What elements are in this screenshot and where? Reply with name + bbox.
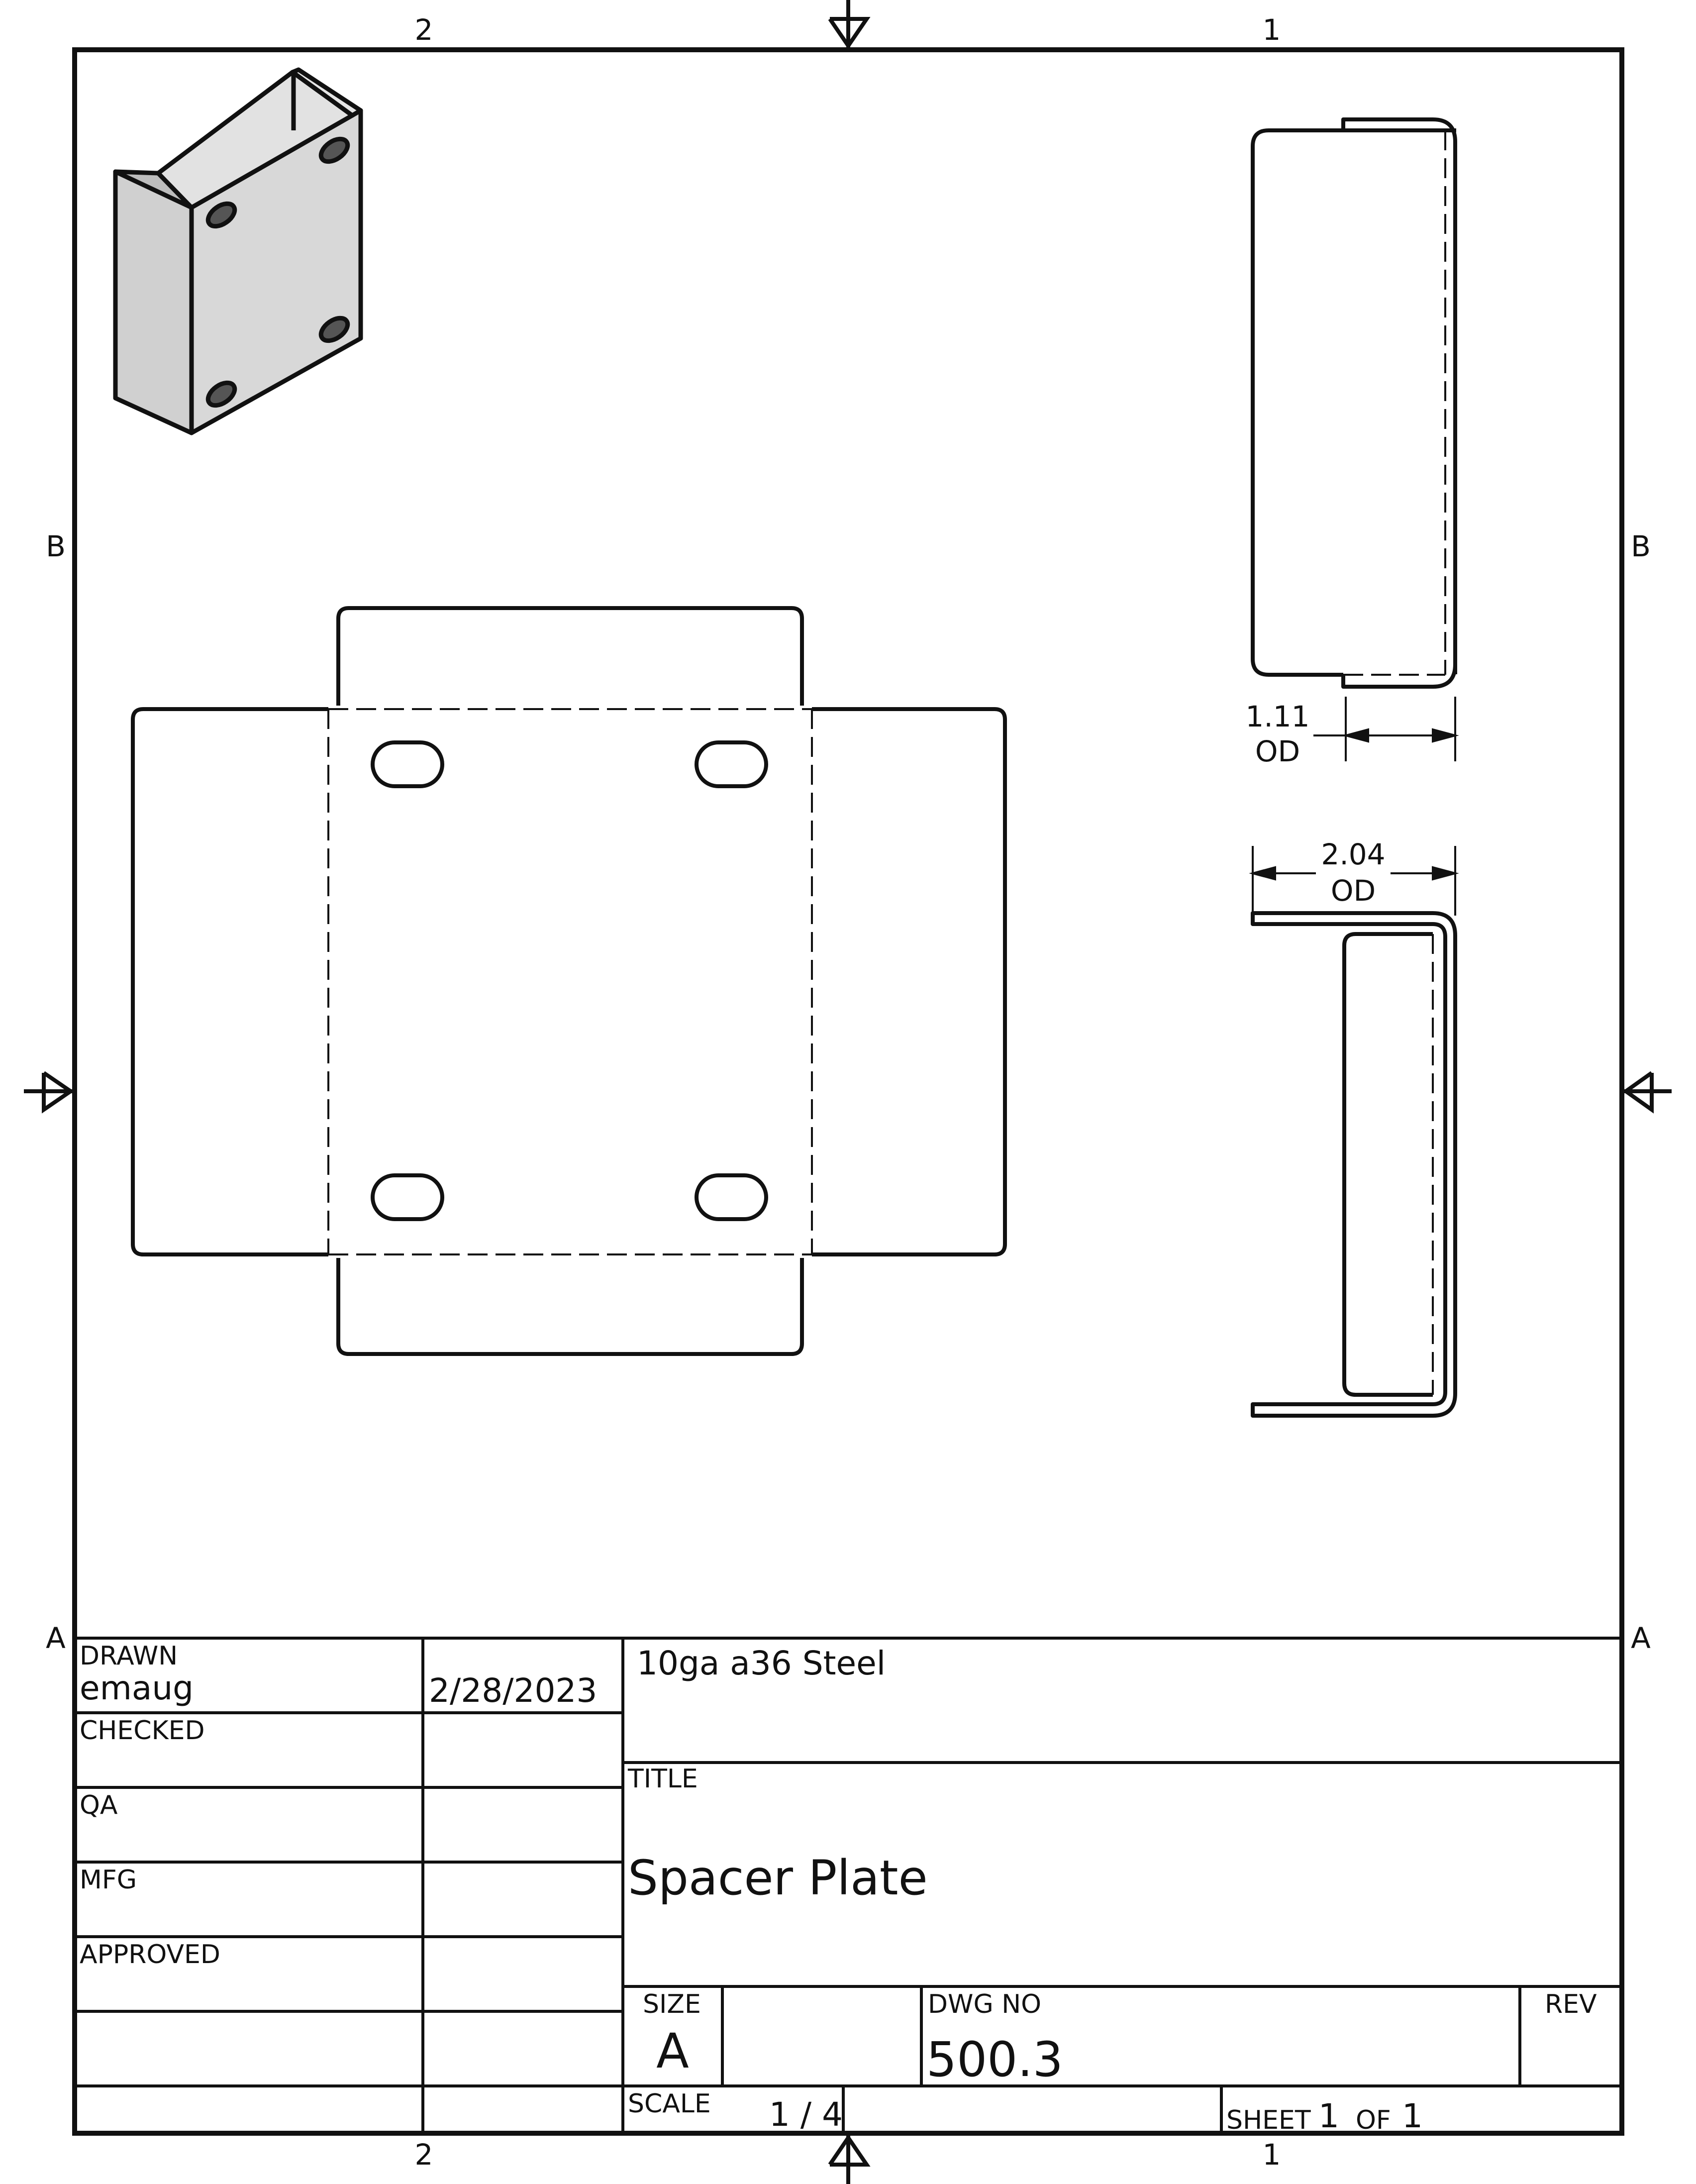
center-mark-bottom xyxy=(828,2133,871,2184)
zone-label-left-b: B xyxy=(46,529,66,563)
approved-label: APPROVED xyxy=(80,1940,220,1970)
center-mark-right xyxy=(1622,1071,1672,1114)
mfg-label: MFG xyxy=(80,1865,137,1895)
title-label: TITLE xyxy=(627,1764,698,1794)
zone-label-bottom-1: 1 xyxy=(1263,2138,1281,2172)
drawing-title: Spacer Plate xyxy=(628,1850,928,1906)
dimension-top-od-unit: OD xyxy=(1331,874,1376,908)
drawn-label: DRAWN xyxy=(80,1641,178,1671)
zone-label-right-a: A xyxy=(1631,1621,1651,1655)
material-text: 10ga a36 Steel xyxy=(637,1644,886,1682)
sheet-label: SHEET xyxy=(1226,2105,1311,2135)
zone-label-right-b: B xyxy=(1631,529,1651,563)
dimension-side-od-unit: OD xyxy=(1255,734,1300,768)
dwg-no-label: DWG NO xyxy=(928,1989,1041,2019)
drawn-by: emaug xyxy=(80,1669,194,1707)
of-label: OF xyxy=(1356,2105,1391,2135)
zone-label-top-2: 2 xyxy=(415,13,433,47)
top-view xyxy=(1251,911,1457,1418)
dimension-side-od xyxy=(1313,697,1459,761)
checked-label: CHECKED xyxy=(80,1716,205,1746)
zone-label-bottom-2: 2 xyxy=(415,2138,433,2172)
dimension-top-od xyxy=(1249,846,1459,916)
sheet-number: 1 xyxy=(1318,2097,1339,2135)
dimension-top-od-value: 2.04 xyxy=(1321,837,1385,871)
zone-label-top-1: 1 xyxy=(1263,13,1281,47)
scale-value: 1 / 4 xyxy=(769,2095,843,2134)
dwg-no-value: 500.3 xyxy=(926,2032,1063,2087)
center-mark-top xyxy=(828,0,871,50)
rev-label: REV xyxy=(1545,1989,1597,2019)
size-value: A xyxy=(656,2023,689,2079)
qa-label: QA xyxy=(80,1790,118,1820)
isometric-view xyxy=(113,67,363,435)
center-mark-left xyxy=(24,1071,75,1114)
title-block-lines xyxy=(75,1637,1622,2133)
sheet-total: 1 xyxy=(1402,2097,1423,2135)
zone-label-left-a: A xyxy=(46,1621,66,1655)
side-view xyxy=(1251,117,1457,689)
drawn-date: 2/28/2023 xyxy=(429,1671,597,1710)
flat-pattern-view xyxy=(131,606,1007,1356)
size-label: SIZE xyxy=(643,1989,701,2019)
dimension-side-od-value: 1.11 xyxy=(1245,700,1309,733)
scale-label: SCALE xyxy=(628,2089,711,2119)
